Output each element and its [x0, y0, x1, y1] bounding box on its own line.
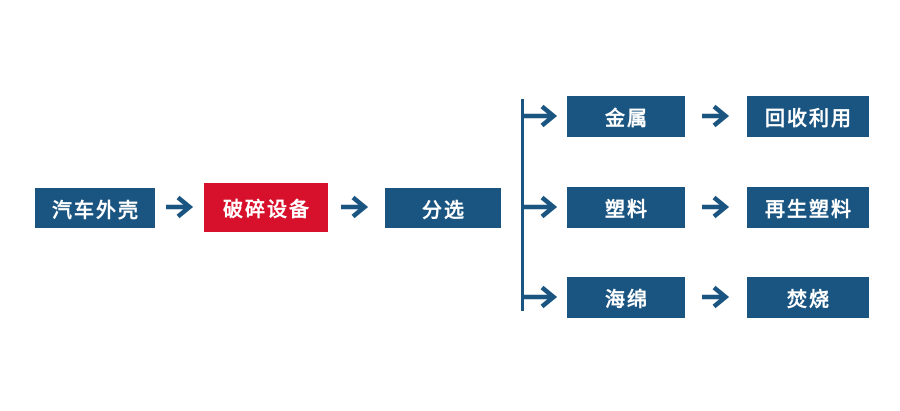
node-incineration: 焚烧 — [747, 277, 869, 318]
branch-arrow-right-icon — [523, 194, 557, 220]
arrow-right-icon — [166, 194, 193, 220]
arrow-right-icon — [702, 284, 729, 310]
node-label: 分选 — [422, 197, 466, 222]
node-label: 海绵 — [605, 287, 649, 311]
node-label: 回收利用 — [765, 106, 853, 130]
node-label: 汽车外壳 — [52, 197, 140, 222]
node-label: 再生塑料 — [765, 197, 853, 221]
node-crushing-equipment: 破碎设备 — [204, 183, 328, 232]
node-recycled-plastic: 再生塑料 — [747, 187, 869, 228]
node-metal: 金属 — [567, 96, 685, 137]
node-sorting: 分选 — [385, 188, 501, 228]
node-car-shell: 汽车外壳 — [35, 188, 155, 228]
node-sponge: 海绵 — [567, 277, 685, 318]
arrow-right-icon — [702, 103, 729, 129]
arrow-right-icon — [702, 194, 729, 220]
node-label: 塑料 — [605, 197, 649, 221]
branch-arrow-right-icon — [523, 284, 557, 310]
branch-connector-line — [521, 99, 524, 311]
node-recycle-reuse: 回收利用 — [747, 96, 869, 137]
arrow-right-icon — [341, 194, 368, 220]
node-plastic: 塑料 — [567, 187, 685, 228]
node-label: 破碎设备 — [223, 197, 311, 221]
node-label: 金属 — [605, 106, 649, 130]
node-label: 焚烧 — [787, 287, 831, 311]
branch-arrow-right-icon — [523, 103, 557, 129]
